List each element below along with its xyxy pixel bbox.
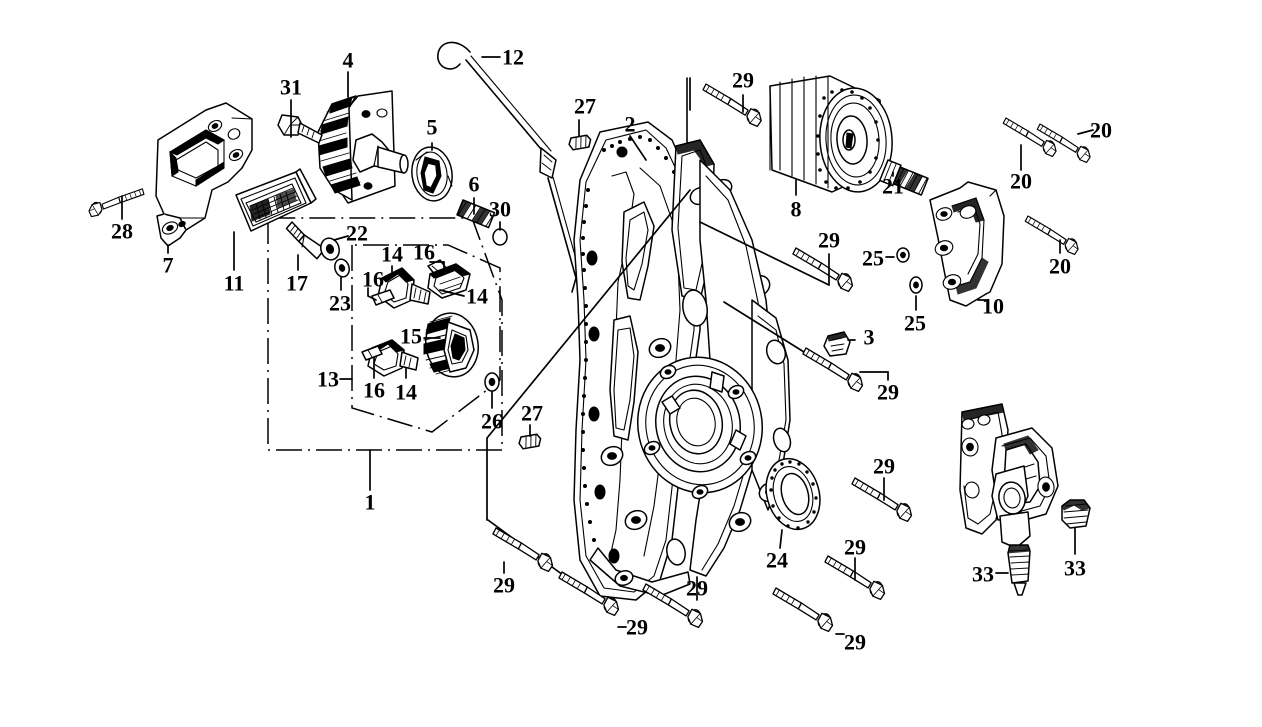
callout-23: 23 xyxy=(329,290,351,316)
bolt-31 xyxy=(277,114,323,144)
callout-16-c: 16 xyxy=(363,377,385,403)
callout-17: 17 xyxy=(286,270,308,296)
crank-seal-24 xyxy=(765,457,821,531)
callout-29-d: 29 xyxy=(873,453,895,479)
filter-stud-21 xyxy=(879,159,929,196)
washer-26 xyxy=(484,372,500,392)
callout-20-b: 20 xyxy=(1010,168,1032,194)
assembly-13-boundary xyxy=(351,244,501,433)
callout-28: 28 xyxy=(111,218,133,244)
callout-11: 11 xyxy=(223,270,245,296)
callout-14-c: 14 xyxy=(395,379,417,405)
callout-3: 3 xyxy=(863,324,875,350)
callout-8: 8 xyxy=(790,196,802,222)
pump-pin-16-c xyxy=(361,345,383,361)
callout-16-a: 16 xyxy=(413,239,435,265)
callout-15: 15 xyxy=(400,323,422,349)
callout-26: 26 xyxy=(481,408,503,434)
callout-27-top: 27 xyxy=(574,93,596,119)
callout-24: 24 xyxy=(766,547,788,573)
callout-33-a: 33 xyxy=(972,561,994,587)
spring-6 xyxy=(456,199,496,229)
bolt-20-c xyxy=(1022,215,1081,256)
callout-25-a: 25 xyxy=(862,245,884,271)
callout-4: 4 xyxy=(342,47,354,73)
callout-13: 13 xyxy=(317,366,339,392)
engine-mount-bracket-7 xyxy=(155,102,253,247)
callout-29-c: 29 xyxy=(877,379,899,405)
pulley-5 xyxy=(411,146,453,202)
callout-14-b: 14 xyxy=(466,283,488,309)
assembly-1-boundary xyxy=(267,217,503,451)
bolt-29-right-low1 xyxy=(848,477,915,523)
pump-vane-14-c xyxy=(367,339,419,377)
washer-23 xyxy=(334,258,350,278)
callout-7: 7 xyxy=(162,252,174,278)
washer-22 xyxy=(320,237,340,261)
callout-29-a: 29 xyxy=(732,67,754,93)
accessory-bracket-10 xyxy=(929,181,1005,307)
plug-3 xyxy=(823,331,851,357)
dowel-pin-27-top xyxy=(567,133,593,152)
callout-14-a: 14 xyxy=(381,241,403,267)
pump-vane-14-b xyxy=(427,263,472,299)
callout-29-e: 29 xyxy=(844,534,866,560)
callout-29-g: 29 xyxy=(626,614,648,640)
callout-10: 10 xyxy=(982,293,1004,319)
callout-29-f: 29 xyxy=(493,572,515,598)
callout-2: 2 xyxy=(624,111,636,137)
callout-20-a: 20 xyxy=(1090,117,1112,143)
callout-30: 30 xyxy=(489,196,511,222)
callout-33-b: 33 xyxy=(1064,555,1086,581)
callout-31: 31 xyxy=(280,74,302,100)
callout-12: 12 xyxy=(502,44,524,70)
callout-1: 1 xyxy=(364,489,376,515)
oil-pump-drive-gear-4 xyxy=(317,90,409,204)
bolt-20-a xyxy=(1000,117,1059,158)
callout-27-bottom: 27 xyxy=(521,400,543,426)
callout-22: 22 xyxy=(346,220,368,246)
washer-25-b xyxy=(909,276,923,294)
oil-strainer-plate-11 xyxy=(235,168,317,232)
pump-vane-14-a xyxy=(377,267,431,309)
callout-16-b: 16 xyxy=(362,266,384,292)
callout-25-b: 25 xyxy=(904,310,926,336)
callout-29-i: 29 xyxy=(844,629,866,655)
crank-bore xyxy=(636,356,764,500)
bolt-29-right-upper xyxy=(789,247,856,293)
belt-tensioner-33 xyxy=(959,403,1059,549)
ball-30 xyxy=(492,228,508,246)
oil-filter-8 xyxy=(769,75,893,193)
callout-29-h: 29 xyxy=(686,575,708,601)
pump-pin-16-b xyxy=(371,289,395,306)
front-cover-2 xyxy=(573,77,792,601)
tensioner-bolt-33-lower xyxy=(1007,544,1031,596)
callout-6: 6 xyxy=(468,171,480,197)
washer-25-a xyxy=(896,247,910,263)
callout-29-b: 29 xyxy=(818,227,840,253)
bolt-29-right-low3 xyxy=(769,587,836,633)
pump-rotor-15 xyxy=(423,312,479,378)
callout-21: 21 xyxy=(882,173,904,199)
dipstick-12 xyxy=(437,41,582,293)
callout-20-c: 20 xyxy=(1049,253,1071,279)
bolt-29-bottom-left xyxy=(489,527,556,573)
callout-5: 5 xyxy=(426,114,438,140)
tensioner-bolt-33-right xyxy=(1061,499,1091,529)
